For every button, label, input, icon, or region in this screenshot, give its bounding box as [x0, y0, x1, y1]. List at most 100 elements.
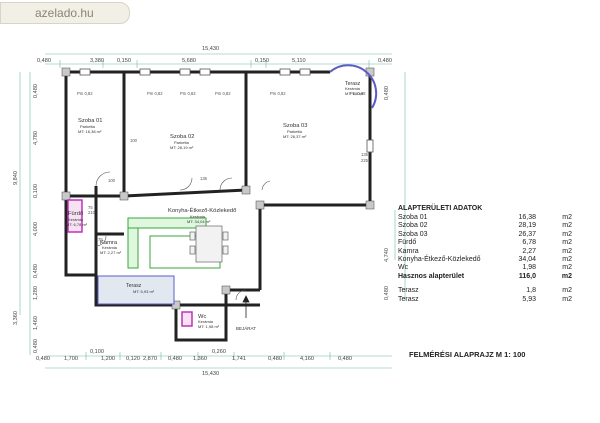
- row-name: Wc: [398, 264, 409, 272]
- dim-bottom: 0,480: [36, 356, 50, 362]
- dim-bottom: 0,480: [338, 356, 352, 362]
- row-name: Fürdő: [398, 239, 417, 247]
- row-unit: m2: [562, 287, 572, 295]
- row-name: Konyha-Étkező-Közlekedő: [398, 255, 481, 263]
- row-unit: m2: [562, 230, 572, 238]
- door-label: 135: [200, 176, 208, 181]
- dim-right: 0,480: [384, 86, 390, 100]
- room-floor: Parketta: [287, 129, 303, 134]
- row-unit: m2: [562, 247, 572, 255]
- dim-bottom: 0,100: [90, 349, 104, 355]
- row-value: 28,19: [518, 222, 536, 230]
- dim-left-lower: 1,460: [33, 316, 39, 330]
- row-name: Szoba 03: [398, 230, 428, 238]
- room-area: MT: 28,19 m²: [170, 145, 194, 150]
- room-labels: Szoba 01 Parketta MT: 16,38 m² Szoba 02 …: [66, 81, 365, 331]
- room-area: MT: 5,93 m²: [133, 289, 155, 294]
- dim-left: 4,780: [33, 131, 39, 145]
- entrance-arrow: [242, 295, 250, 318]
- window-label: Pm 0,82: [215, 91, 231, 96]
- room-area: MT: 6,78 m²: [66, 222, 88, 227]
- row-unit: m2: [562, 239, 572, 247]
- room-name: Kamra: [100, 240, 118, 246]
- row-unit: m2: [562, 255, 572, 263]
- dim-top: 5,680: [182, 58, 196, 64]
- bathroom-fixtures: [67, 199, 193, 327]
- dim-left: 1,280: [33, 286, 39, 300]
- plan-title: FELMÉRÉSI ALAPRAJZ M 1: 100: [409, 350, 526, 359]
- dim-top: 3,380: [90, 58, 104, 64]
- wall-blocks: [61, 67, 375, 310]
- row-unit: m2: [562, 222, 572, 230]
- dim-top: 5,110: [292, 58, 306, 64]
- row-value: 16,38: [518, 214, 536, 221]
- dim-bottom-total: 15,430: [202, 371, 219, 377]
- row-name: Kamra: [398, 247, 419, 255]
- window-label: Pm 0,82: [147, 91, 163, 96]
- row-name: Szoba 01: [398, 214, 428, 221]
- row-value: 6,78: [522, 239, 536, 247]
- door-label: 225: [361, 158, 369, 163]
- doors: [95, 171, 271, 301]
- watermark-badge: azelado.hu: [0, 2, 130, 24]
- windows: [79, 68, 374, 153]
- dim-right: 0,480: [384, 286, 390, 300]
- window-label: Pm 0,82: [350, 91, 366, 96]
- area-table-row: Kamra 2,27 m2: [398, 248, 598, 256]
- window-label: Pm 0,82: [270, 91, 286, 96]
- lower-terrace-area: [97, 275, 175, 305]
- dim-left: 0,480: [33, 264, 39, 278]
- small-terrace-outline: [329, 64, 378, 109]
- dining-table: [189, 225, 229, 263]
- door-label: 210: [88, 210, 96, 215]
- dim-top: 0,480: [378, 58, 392, 64]
- dim-left: 0,480: [33, 84, 39, 98]
- dim-top: 0,150: [255, 58, 269, 64]
- door-label: 135: [361, 152, 369, 157]
- row-unit: m2: [562, 214, 572, 221]
- room-name: Wc: [198, 314, 206, 320]
- row-value: 34,04: [518, 255, 536, 263]
- dim-bottom: 1,700: [64, 356, 78, 362]
- area-table-row: Szoba 01 16,38 m2: [398, 214, 598, 222]
- dim-top: 0,150: [117, 58, 131, 64]
- dimension-texts: 15,430 0,480 3,380 0,150 5,680 0,150 5,1…: [36, 46, 392, 377]
- room-name: Szoba 03: [283, 123, 308, 129]
- window-label: Pm 0,82: [180, 91, 196, 96]
- room-name: Fürdő: [68, 211, 83, 217]
- room-floor: Kerámia: [68, 217, 84, 222]
- row-value: 2,27: [522, 247, 536, 255]
- dim-right: 4,740: [384, 248, 390, 262]
- entrance-label: BEJÁRAT: [236, 325, 256, 331]
- room-name: Szoba 02: [170, 134, 195, 140]
- dim-bottom: 1,741: [232, 356, 246, 362]
- watermark-text: azelado.hu: [35, 6, 94, 20]
- row-value: 5,93: [522, 295, 536, 303]
- dim-left: 0,100: [33, 184, 39, 198]
- row-unit: m2: [562, 295, 572, 303]
- kitchen-fixtures: [127, 217, 221, 269]
- door-label: 100: [108, 178, 116, 183]
- dim-top: 0,480: [37, 58, 51, 64]
- dim-left-lower: 0,480: [33, 339, 39, 353]
- window-label: Pm 0,82: [77, 91, 93, 96]
- dim-top-total: 15,430: [202, 46, 219, 52]
- row-unit: m2: [561, 272, 572, 280]
- dim-left-total: 9,840: [13, 171, 19, 185]
- dimension-texts-vertical: 9,840 0,480 4,780 0,100 4,000 0,480 1,28…: [13, 84, 390, 353]
- room-floor: Kerámia: [102, 245, 118, 250]
- room-floor: Kerámia: [198, 319, 214, 324]
- room-area: MT: 26,37 m²: [283, 134, 307, 139]
- room-name: Terasz: [345, 81, 361, 87]
- door-label: 75: [88, 205, 93, 210]
- door-label: 75: [98, 237, 103, 242]
